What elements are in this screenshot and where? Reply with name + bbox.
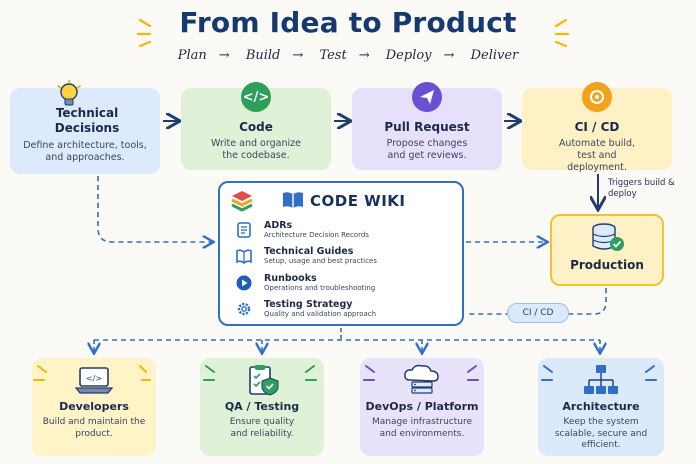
audience-title: QA / Testing bbox=[224, 400, 300, 413]
gear-cycle-icon bbox=[582, 82, 612, 112]
wiki-item-title: ADRs bbox=[264, 220, 293, 231]
audience-title: Architecture bbox=[562, 400, 640, 413]
stage-pull-request: Pull Request Propose changes and get rev… bbox=[352, 82, 502, 170]
book-icon bbox=[282, 191, 304, 213]
stage-ci-cd: CI / CD Automate build, test and deploym… bbox=[522, 82, 672, 173]
title-sparks-icon bbox=[136, 18, 570, 48]
wiki-item-testing-strategy[interactable]: Testing Strategy Quality and validation … bbox=[237, 299, 458, 318]
wiki-title: CODE WIKI bbox=[310, 192, 406, 210]
audience-devops-platform: DevOps / Platform Manage infrastructure … bbox=[360, 358, 484, 456]
audience-desc: Ensure quality and reliability. bbox=[229, 417, 295, 439]
triggers-label: Triggers build & deploy bbox=[608, 178, 675, 199]
stage-title: CI / CD bbox=[574, 120, 620, 134]
stage-title: Technical Decisions bbox=[54, 106, 120, 135]
dashed-decisions-to-wiki bbox=[97, 176, 212, 242]
wiki-item-title: Runbooks bbox=[264, 273, 317, 284]
audience-qa-testing: QA / Testing Ensure quality and reliabil… bbox=[200, 358, 324, 456]
gear-icon bbox=[237, 302, 251, 316]
stage-desc: Propose changes and get reviews. bbox=[386, 138, 468, 161]
flow-arrow: → bbox=[292, 48, 304, 63]
cloud-server-icon bbox=[360, 364, 484, 400]
open-book-icon bbox=[236, 249, 252, 264]
paper-plane-icon bbox=[412, 82, 442, 112]
process-flow: Plan → Build → Test → Deploy → Deliver bbox=[0, 48, 696, 63]
play-icon bbox=[236, 275, 252, 291]
wiki-item-title: Technical Guides bbox=[264, 246, 354, 257]
audience-title: DevOps / Platform bbox=[365, 400, 479, 413]
flow-step: Deploy bbox=[385, 48, 432, 63]
laptop-code-icon: </> bbox=[32, 366, 156, 400]
wiki-item-runbooks[interactable]: Runbooks Operations and troubleshooting bbox=[236, 273, 458, 292]
audience-developers: </> Developers Build and maintain the pr… bbox=[32, 358, 156, 456]
wiki-item-desc: Architecture Decision Records bbox=[264, 231, 369, 239]
wiki-item-desc: Operations and troubleshooting bbox=[264, 284, 376, 292]
flow-arrow: → bbox=[358, 48, 370, 63]
flow-arrow: → bbox=[218, 48, 230, 63]
stage-desc: Write and organize the codebase. bbox=[211, 138, 301, 161]
wiki-item-title: Testing Strategy bbox=[264, 299, 353, 310]
wiki-item-desc: Quality and validation approach bbox=[264, 310, 377, 318]
audience-desc: Manage infrastructure and environments. bbox=[371, 417, 473, 439]
flow-step: Deliver bbox=[470, 48, 519, 63]
stage-code: </> Code Write and organize the codebase… bbox=[181, 82, 331, 170]
stage-technical-decisions: Technical Decisions Define architecture,… bbox=[10, 79, 160, 174]
wiki-item-adrs[interactable]: ADRs Architecture Decision Records bbox=[237, 220, 458, 239]
svg-text:</>: </> bbox=[86, 374, 102, 383]
lightbulb-icon bbox=[56, 79, 82, 114]
flow-step: Plan bbox=[177, 48, 207, 63]
database-check-icon bbox=[552, 222, 662, 258]
stage-desc: Automate build, test and deployment. bbox=[558, 138, 636, 173]
audience-desc: Build and maintain the product. bbox=[42, 417, 146, 439]
code-wiki-panel: CODE WIKI ADRs Architecture Decision Rec… bbox=[218, 181, 464, 326]
ci-cd-pill: CI / CD bbox=[507, 303, 569, 323]
production-title: Production bbox=[570, 258, 644, 272]
stage-desc: Define architecture, tools, and approach… bbox=[23, 140, 147, 163]
hierarchy-icon bbox=[538, 364, 664, 400]
audience-title: Developers bbox=[59, 400, 129, 413]
production-box: Production bbox=[550, 214, 664, 286]
wiki-item-desc: Setup, usage and best practices bbox=[264, 257, 377, 265]
stage-title: Code bbox=[239, 120, 273, 134]
flow-step: Test bbox=[319, 48, 347, 63]
page-title: From Idea to Product bbox=[179, 6, 517, 39]
audience-desc: Keep the system scalable, secure and eff… bbox=[554, 417, 648, 450]
wiki-item-technical-guides[interactable]: Technical Guides Setup, usage and best p… bbox=[236, 246, 458, 265]
audience-architecture: Architecture Keep the system scalable, s… bbox=[538, 358, 664, 456]
layers-icon bbox=[230, 189, 254, 217]
flow-arrow: → bbox=[443, 48, 455, 63]
flow-step: Build bbox=[245, 48, 281, 63]
stage-title: Pull Request bbox=[384, 120, 470, 134]
document-icon bbox=[237, 222, 251, 238]
code-brackets-icon: </> bbox=[241, 82, 271, 112]
clipboard-check-icon bbox=[200, 364, 324, 400]
